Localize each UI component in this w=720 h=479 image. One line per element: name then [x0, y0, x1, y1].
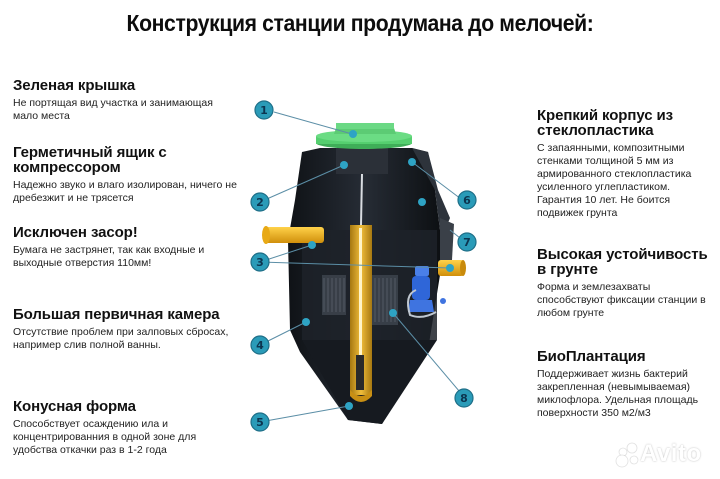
feature-heading: Герметичный ящик с компрессором — [13, 144, 167, 176]
svg-text:6: 6 — [463, 194, 471, 207]
svg-text:2: 2 — [256, 196, 264, 209]
feature-text: Не портящая вид участка и занимающая мал… — [13, 97, 213, 122]
feature-text: Бумага не застрянет, так как входные и в… — [13, 244, 205, 269]
callout-2-icon: 2 — [250, 192, 270, 212]
svg-text:4: 4 — [256, 339, 264, 352]
feature-text: Форма и землезахваты способствуют фиксац… — [537, 281, 706, 319]
feature-bioplantation: БиоПлантация Поддерживает жизнь бактерий… — [537, 349, 717, 420]
feature-text: Отсутствие проблем при залповых сбросах,… — [13, 326, 229, 351]
feature-text: Поддерживает жизнь бактерий закрепленная… — [537, 368, 699, 419]
callout-5-icon: 5 — [250, 412, 270, 432]
pump — [407, 266, 446, 318]
svg-text:3: 3 — [256, 256, 264, 269]
callout-6-icon: 6 — [457, 190, 477, 210]
feature-text: Надежно звуко и влаго изолирован, ничего… — [13, 179, 237, 204]
svg-text:7: 7 — [463, 236, 471, 249]
feature-no-clog: Исключен засор! Бумага не застрянет, так… — [13, 225, 238, 270]
callout-8-icon: 8 — [454, 388, 474, 408]
feature-fiberglass-body: Крепкий корпус из стеклопластика С запая… — [537, 108, 717, 220]
feature-heading: Крепкий корпус из стеклопластика — [537, 107, 673, 139]
compressor-box — [336, 148, 388, 174]
feature-primary-chamber: Большая первичная камера Отсутствие проб… — [13, 307, 238, 352]
avito-watermark: Avito — [640, 440, 702, 467]
feature-heading: Исключен засор! — [13, 224, 138, 241]
feature-text: С запаянными, композитными стенками толщ… — [537, 142, 692, 219]
callout-3-icon: 3 — [250, 252, 270, 272]
feature-heading: Большая первичная камера — [13, 306, 220, 323]
feature-cone-shape: Конусная форма Способствует осаждению ил… — [13, 399, 243, 457]
page-title: Конструкция станции продумана до мелочей… — [126, 10, 594, 36]
station-diagram: 1 2 3 4 5 6 7 8 — [240, 90, 500, 479]
green-lid — [316, 123, 412, 149]
avito-logo-icon — [615, 442, 639, 468]
central-shaft — [350, 225, 372, 402]
feature-heading: Высокая устойчивость в грунте — [537, 246, 708, 278]
feature-heading: Конусная форма — [13, 398, 136, 415]
feature-heading: БиоПлантация — [537, 348, 646, 365]
callout-1-icon: 1 — [254, 100, 274, 120]
svg-text:5: 5 — [256, 416, 264, 429]
feature-green-lid: Зеленая крышка Не портящая вид участка и… — [13, 78, 233, 123]
svg-text:8: 8 — [460, 392, 468, 405]
inlet-pipe — [262, 226, 324, 244]
callout-7-icon: 7 — [457, 232, 477, 252]
feature-heading: Зеленая крышка — [13, 77, 136, 94]
callout-4-icon: 4 — [250, 335, 270, 355]
svg-text:1: 1 — [260, 104, 268, 117]
feature-compressor-box: Герметичный ящик с компрессором Надежно … — [13, 145, 238, 205]
feature-text: Способствует осаждению ила и концентриро… — [13, 418, 197, 456]
feature-ground-stability: Высокая устойчивость в грунте Форма и зе… — [537, 247, 720, 320]
